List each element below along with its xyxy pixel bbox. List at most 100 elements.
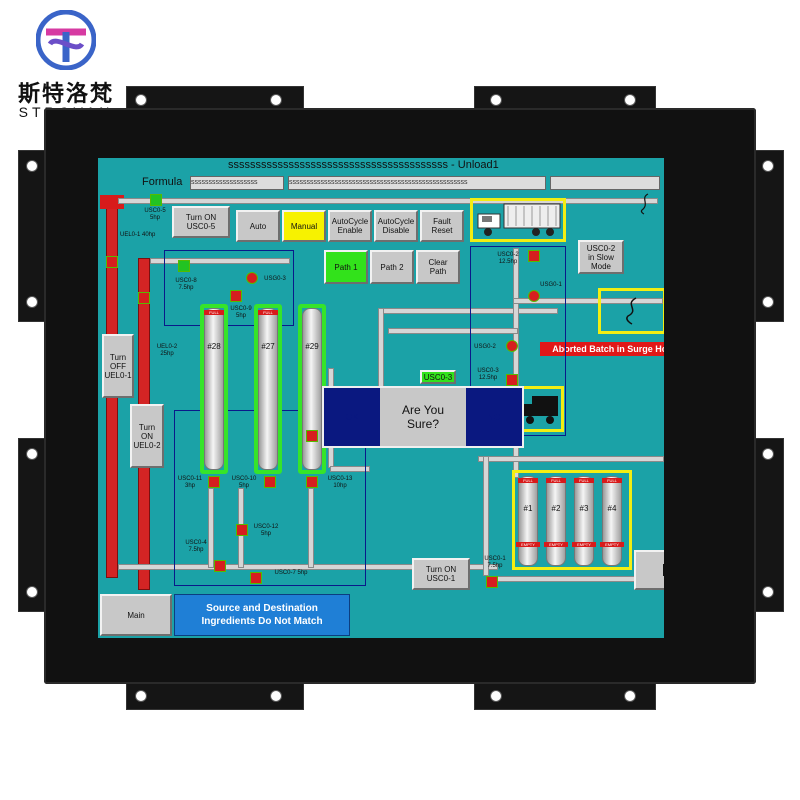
gate-usg03[interactable]	[246, 272, 258, 284]
autocycle-enable-button[interactable]: AutoCycle Enable	[328, 210, 372, 242]
turn-off-uel01-button[interactable]: Turn OFF UEL0-1	[102, 334, 134, 398]
empty-tag: EMPTY	[516, 542, 540, 547]
bracket-hole	[490, 690, 502, 702]
label-usg01: USG0-1	[540, 282, 562, 288]
motor-usc0[interactable]	[306, 430, 318, 442]
label-usc05: USC0-5 5hp	[144, 208, 166, 221]
hopper-number: #4	[607, 504, 617, 513]
label-uel02: UEL0-2 25hp	[156, 344, 178, 357]
valve-usc09[interactable]	[230, 290, 242, 302]
truck-highlight	[470, 198, 566, 242]
label-usc012: USC0-12 5hp	[253, 524, 279, 537]
stop-button[interactable]	[634, 550, 664, 590]
label-usc02: USC0-2 12.5hp	[497, 252, 519, 265]
hmi-screen: ssssssssssssssssssssssssssssssssssssssss…	[98, 158, 664, 638]
label-usc09: USC0-9 5hp	[230, 306, 252, 319]
motor-usc011[interactable]	[208, 476, 220, 488]
brand-cn: 斯特洛梵	[17, 81, 114, 106]
label-usc010: USC0-10 5hp	[231, 476, 257, 489]
label-usc013: USC0-13 10hp	[327, 476, 353, 489]
turn-on-usc01-button[interactable]: Turn ON USC0-1	[412, 558, 470, 590]
path-2-button[interactable]: Path 2	[370, 250, 414, 284]
bracket-hole	[135, 94, 147, 106]
motor-usc01[interactable]	[486, 576, 498, 588]
usc03-button[interactable]: USC0-3	[420, 370, 456, 384]
motor-usc05[interactable]	[150, 194, 162, 206]
pipe	[150, 258, 290, 264]
bracket-hole	[26, 586, 38, 598]
auto-button[interactable]: Auto	[236, 210, 280, 242]
pipe	[378, 308, 384, 398]
formula-description: ssssssssssssssssssssssssssssssssssssssss…	[288, 176, 546, 190]
path-frame	[164, 250, 294, 326]
silo-number: #29	[305, 342, 319, 351]
full-tag: FULL	[574, 478, 594, 483]
label-usc07: USC0-7 5hp	[274, 570, 308, 576]
full-tag: FULL	[258, 310, 278, 315]
empty-tag: EMPTY	[572, 542, 596, 547]
motor-uel02[interactable]	[138, 292, 150, 304]
truck-icon	[477, 203, 561, 236]
fault-reset-button[interactable]: Fault Reset	[420, 210, 464, 242]
pipe	[118, 198, 658, 204]
bracket-right-top	[752, 150, 784, 322]
path-1-button[interactable]: Path 1	[324, 250, 368, 284]
gate-usg02[interactable]	[506, 340, 518, 352]
pipe	[478, 456, 664, 462]
bracket-hole	[762, 586, 774, 598]
motor-usc03[interactable]	[506, 374, 518, 386]
formula-extra-field	[550, 176, 660, 190]
autocycle-disable-button[interactable]: AutoCycle Disable	[374, 210, 418, 242]
motor-usc04[interactable]	[214, 560, 226, 572]
usc02-slow-mode-button[interactable]: USC0-2 in Slow Mode	[578, 240, 624, 274]
main-button[interactable]: Main	[100, 594, 172, 636]
formula-field: sssssssssssssssssss	[190, 176, 284, 190]
bracket-hole	[270, 690, 282, 702]
hopper-3	[574, 476, 594, 566]
alarm-aborted-batch: Aborted Batch in Surge Hopper!	[540, 342, 664, 356]
pipe	[330, 466, 370, 472]
label-usc03: USC0-3 12.5hp	[477, 368, 499, 381]
label-usg02: USG0-2	[474, 344, 496, 350]
label-usc01: USC0-1 7.5hp	[484, 556, 506, 569]
clear-path-button[interactable]: Clear Path	[416, 250, 460, 284]
turn-on-uel02-button[interactable]: Turn ON UEL0-2	[130, 404, 164, 468]
motor-uel01[interactable]	[106, 256, 118, 268]
empty-tag: EMPTY	[600, 542, 624, 547]
pipe	[488, 576, 638, 582]
hopper-highlight	[512, 470, 632, 570]
snake-highlight	[598, 288, 664, 334]
motor-usc02[interactable]	[528, 250, 540, 262]
hopper-1	[518, 476, 538, 566]
pipe	[513, 248, 519, 478]
bracket-right-bottom	[752, 438, 784, 612]
dialog-no-button[interactable]: NO	[466, 388, 522, 446]
bracket-hole	[624, 94, 636, 106]
full-tag: FULL	[518, 478, 538, 483]
bracket-hole	[270, 94, 282, 106]
turn-on-usc05-button[interactable]: Turn ON USC0-5	[172, 206, 230, 238]
label-usc04: USC0-4 7.5hp	[185, 540, 207, 553]
snake-icon	[626, 297, 637, 325]
pipe	[513, 298, 663, 304]
motor-usc012[interactable]	[236, 524, 248, 536]
bracket-hole	[490, 94, 502, 106]
motor-usc013[interactable]	[306, 476, 318, 488]
motor-usc07[interactable]	[250, 572, 262, 584]
brand-logo-icon	[36, 10, 96, 70]
bracket-hole	[762, 160, 774, 172]
manual-button[interactable]: Manual	[282, 210, 326, 242]
pipe	[308, 488, 314, 568]
label-usg03: USG0-3	[264, 276, 286, 282]
gate-usg01[interactable]	[528, 290, 540, 302]
silo-number: #28	[207, 342, 221, 351]
page-title: ssssssssssssssssssssssssssssssssssssssss…	[228, 159, 499, 171]
label-uel01: UEL0-1 40hp	[120, 232, 156, 238]
dialog-yes-button[interactable]: OK	[324, 388, 380, 446]
silo-28	[204, 308, 224, 470]
motor-usc08[interactable]	[178, 260, 190, 272]
hopper-number: #1	[523, 504, 533, 513]
brand-logo: 斯特洛梵 STROVAN	[8, 6, 124, 124]
hopper-number: #3	[579, 504, 589, 513]
motor-usc010[interactable]	[264, 476, 276, 488]
